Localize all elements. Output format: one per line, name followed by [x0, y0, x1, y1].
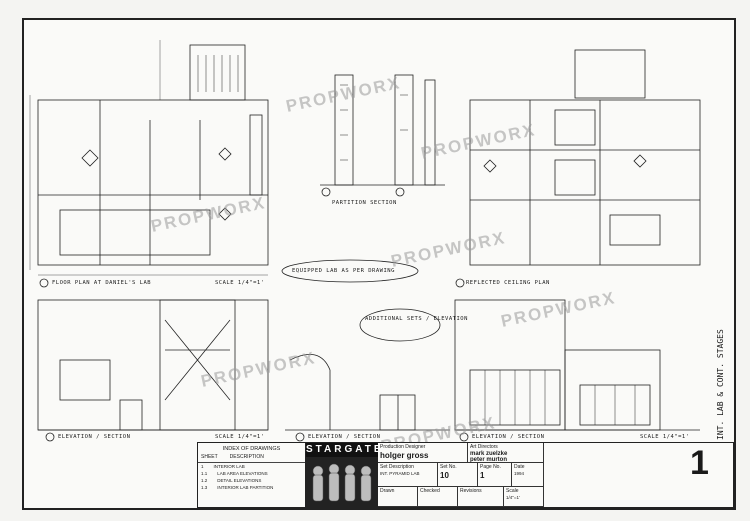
- label-scale-2: SCALE 1/4"=1': [215, 434, 265, 440]
- note-additional: ADDITIONAL SETS / ELEVATION: [365, 316, 468, 322]
- production-designer-label: Production Designer: [380, 444, 426, 450]
- revisions-label: Revisions: [460, 488, 482, 494]
- date-label: Date: [514, 464, 525, 470]
- index-row: 1 INTERIOR LAB: [198, 463, 305, 470]
- art-directors-label: Art Directors: [470, 444, 498, 450]
- index-header-description: DESCRIPTION: [229, 454, 264, 460]
- canopic-jars-photo: [306, 457, 378, 507]
- index-sheet: 1.2: [201, 478, 208, 483]
- index-sheet: 1.3: [201, 485, 208, 490]
- index-header: SHEET DESCRIPTION: [198, 452, 305, 463]
- set-description-label: Set Description: [380, 464, 414, 470]
- set-description: INT. PYRAMID LAB: [380, 471, 420, 476]
- index-row: 1.3 INTERIOR LAB PARTITION: [198, 484, 305, 491]
- drawn-cell: Drawn: [378, 487, 418, 507]
- date: 1994: [514, 471, 525, 476]
- page-no: 1: [480, 471, 485, 480]
- art-director-1: mark zuelzke: [470, 451, 508, 457]
- scale: 1/4"=1': [506, 495, 520, 500]
- index-sheet: 1: [201, 464, 204, 469]
- set-no-label: Set No.: [440, 464, 457, 470]
- index-header-sheet: SHEET: [201, 454, 218, 460]
- side-note: INT. LAB & CONT. STAGES: [716, 329, 725, 440]
- index-sheet: 1.1: [201, 471, 208, 476]
- title-block: INDEX OF DRAWINGS SHEET DESCRIPTION 1 IN…: [197, 442, 734, 508]
- label-partition-section: PARTITION SECTION: [332, 200, 397, 206]
- label-scale-1: SCALE 1/4"=1': [215, 280, 265, 286]
- label-reflected-ceiling: REFLECTED CEILING PLAN: [466, 280, 550, 286]
- production-designer: holger gross: [380, 451, 429, 460]
- art-directors-cell: Art Directors mark zuelzke peter murton: [468, 443, 544, 463]
- page-no-label: Page No.: [480, 464, 501, 470]
- checked-label: Checked: [420, 488, 440, 494]
- label-elevation-1: ELEVATION / SECTION: [58, 434, 131, 440]
- drawing-index: INDEX OF DRAWINGS SHEET DESCRIPTION 1 IN…: [198, 443, 306, 507]
- scale-label: Scale: [506, 488, 519, 494]
- production-designer-cell: Production Designer holger gross: [378, 443, 468, 463]
- date-cell: Date 1994: [512, 463, 544, 487]
- set-no: 10: [440, 471, 449, 480]
- drawn-label: Drawn: [380, 488, 395, 494]
- index-desc: INTERIOR LAB: [213, 464, 245, 469]
- sheet-number: 1: [690, 444, 709, 482]
- index-desc: DETAIL ELEVATIONS: [217, 478, 262, 483]
- index-row: 1.2 DETAIL ELEVATIONS: [198, 477, 305, 484]
- page-no-cell: Page No. 1: [478, 463, 512, 487]
- index-desc: INTERIOR LAB PARTITION: [217, 485, 274, 490]
- index-title: INDEX OF DRAWINGS: [222, 446, 281, 452]
- label-floor-plan: FLOOR PLAN AT DANIEL'S LAB: [52, 280, 152, 286]
- set-description-cell: Set Description INT. PYRAMID LAB: [378, 463, 438, 487]
- art-director-2: peter murton: [470, 457, 508, 463]
- revisions-cell: Revisions: [458, 487, 504, 507]
- checked-cell: Checked: [418, 487, 458, 507]
- label-elevation-3: ELEVATION / SECTION: [472, 434, 545, 440]
- label-scale-3: SCALE 1/4"=1': [640, 434, 690, 440]
- index-row: 1.1 LAB AREA ELEVATIONS: [198, 470, 305, 477]
- stargate-logo: STARGATE: [306, 443, 384, 457]
- note-equipped: EQUIPPED LAB AS PER DRAWING: [292, 268, 395, 274]
- index-desc: LAB AREA ELEVATIONS: [217, 471, 268, 476]
- scale-cell: Scale 1/4"=1': [504, 487, 544, 507]
- set-no-cell: Set No. 10: [438, 463, 478, 487]
- label-elevation-2: ELEVATION / SECTION: [308, 434, 381, 440]
